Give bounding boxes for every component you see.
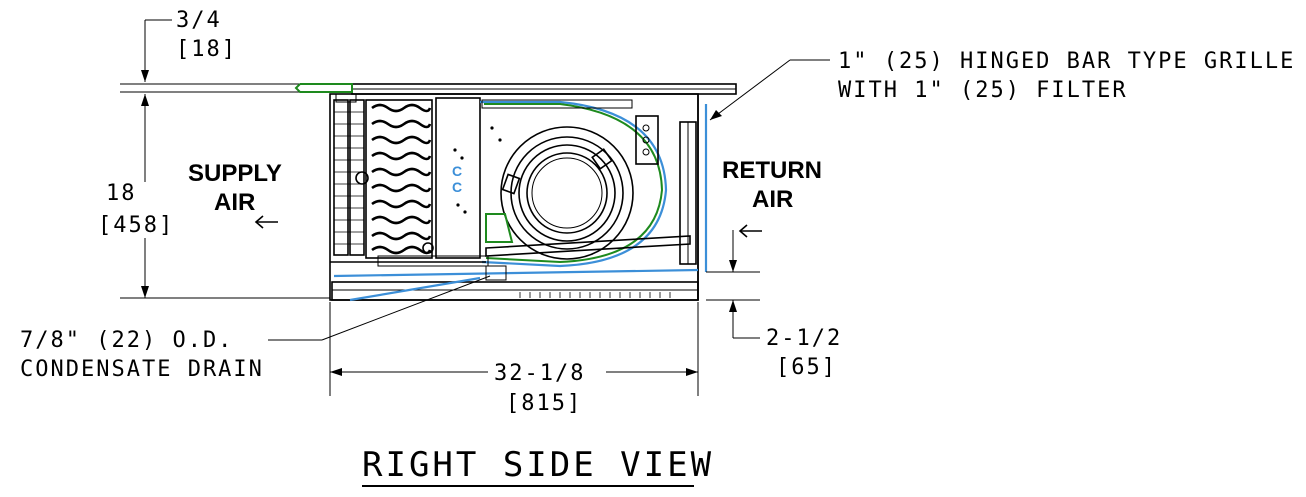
return-air-label: RETURN AIR <box>722 157 822 238</box>
return-air-text-1: RETURN <box>722 157 822 184</box>
blower-housing <box>480 99 691 268</box>
blower-mark-2: C <box>452 179 462 195</box>
top-offset-dimension: 3/4 [18] <box>120 8 300 93</box>
bottom-offset-value: 2-1/2 <box>766 326 842 351</box>
grille-callout: 1" (25) HINGED BAR TYPE GRILLE WITH 1" (… <box>709 49 1295 121</box>
return-filter <box>679 104 708 272</box>
view-title-text: RIGHT SIDE VIEW <box>362 445 714 485</box>
grille-callout-line1: 1" (25) HINGED BAR TYPE GRILLE <box>838 49 1295 74</box>
drain-callout: 7/8" (22) O.D. CONDENSATE DRAIN <box>20 275 491 382</box>
height-dimension: 18 [458] <box>98 94 330 299</box>
width-mm: [815] <box>506 391 582 416</box>
blower-mark-1: C <box>452 163 462 179</box>
bottom-offset-mm: [65] <box>776 355 837 380</box>
coil-section <box>333 99 434 259</box>
height-mm: [458] <box>98 213 174 238</box>
return-air-text-2: AIR <box>752 186 793 213</box>
width-dimension: 32-1/8 [815] <box>329 302 699 416</box>
supply-air-text-1: SUPPLY <box>188 160 282 187</box>
top-offset-mm: [18] <box>176 37 237 62</box>
motor-bracket <box>635 115 659 165</box>
drain-callout-line2: CONDENSATE DRAIN <box>20 357 264 382</box>
grille-callout-line2: WITH 1" (25) FILTER <box>838 78 1128 103</box>
unit-body: C C <box>294 83 737 302</box>
view-title: RIGHT SIDE VIEW <box>362 445 714 487</box>
supply-air-text-2: AIR <box>214 189 255 216</box>
height-value: 18 <box>106 181 137 206</box>
width-value: 32-1/8 <box>494 361 585 386</box>
supply-air-label: SUPPLY AIR <box>188 160 282 229</box>
control-panel: C C <box>435 97 502 259</box>
bottom-offset-dimension: 2-1/2 [65] <box>706 230 842 380</box>
top-offset-value: 3/4 <box>176 8 222 33</box>
drain-callout-line1: 7/8" (22) O.D. <box>20 328 233 353</box>
